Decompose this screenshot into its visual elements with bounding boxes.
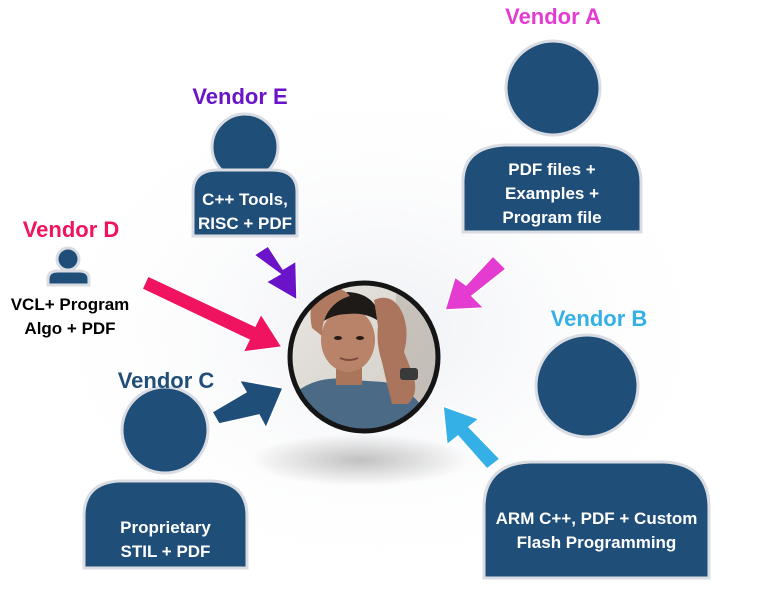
vendor-a-title: Vendor A <box>505 4 601 29</box>
vendor-a-figure <box>461 39 643 234</box>
vendor-c-description: Proprietary STIL + PDF <box>120 518 211 561</box>
photo-shadow <box>250 434 470 486</box>
confused-person-photo <box>287 280 441 434</box>
vendor-e-figure <box>191 112 299 238</box>
vendor-c-title: Vendor C <box>117 368 215 393</box>
vendor-d-figure <box>46 246 91 287</box>
vendor-b-title: Vendor B <box>550 306 648 331</box>
arrow-from-vendor-e <box>252 244 298 302</box>
vendor-e-description: C++ Tools, RISC + PDF <box>198 190 292 233</box>
vendor-d-title: Vendor D <box>22 217 120 242</box>
arrow-from-vendor-c <box>210 378 285 430</box>
arrow-from-vendor-a <box>443 254 508 311</box>
vendor-b-description: ARM C++, PDF + Custom Flash Programming <box>495 509 698 552</box>
vendor-a-description: PDF files + Examples + Program file <box>502 160 602 227</box>
vendor-e-title: Vendor E <box>192 84 288 109</box>
vendor-b-figure <box>482 333 711 580</box>
arrow-from-vendor-b <box>442 404 502 471</box>
vendor-c-figure <box>82 385 249 570</box>
arrow-from-vendor-d <box>141 275 284 353</box>
vendor-d-description: VCL+ Program Algo + PDF <box>10 295 130 338</box>
